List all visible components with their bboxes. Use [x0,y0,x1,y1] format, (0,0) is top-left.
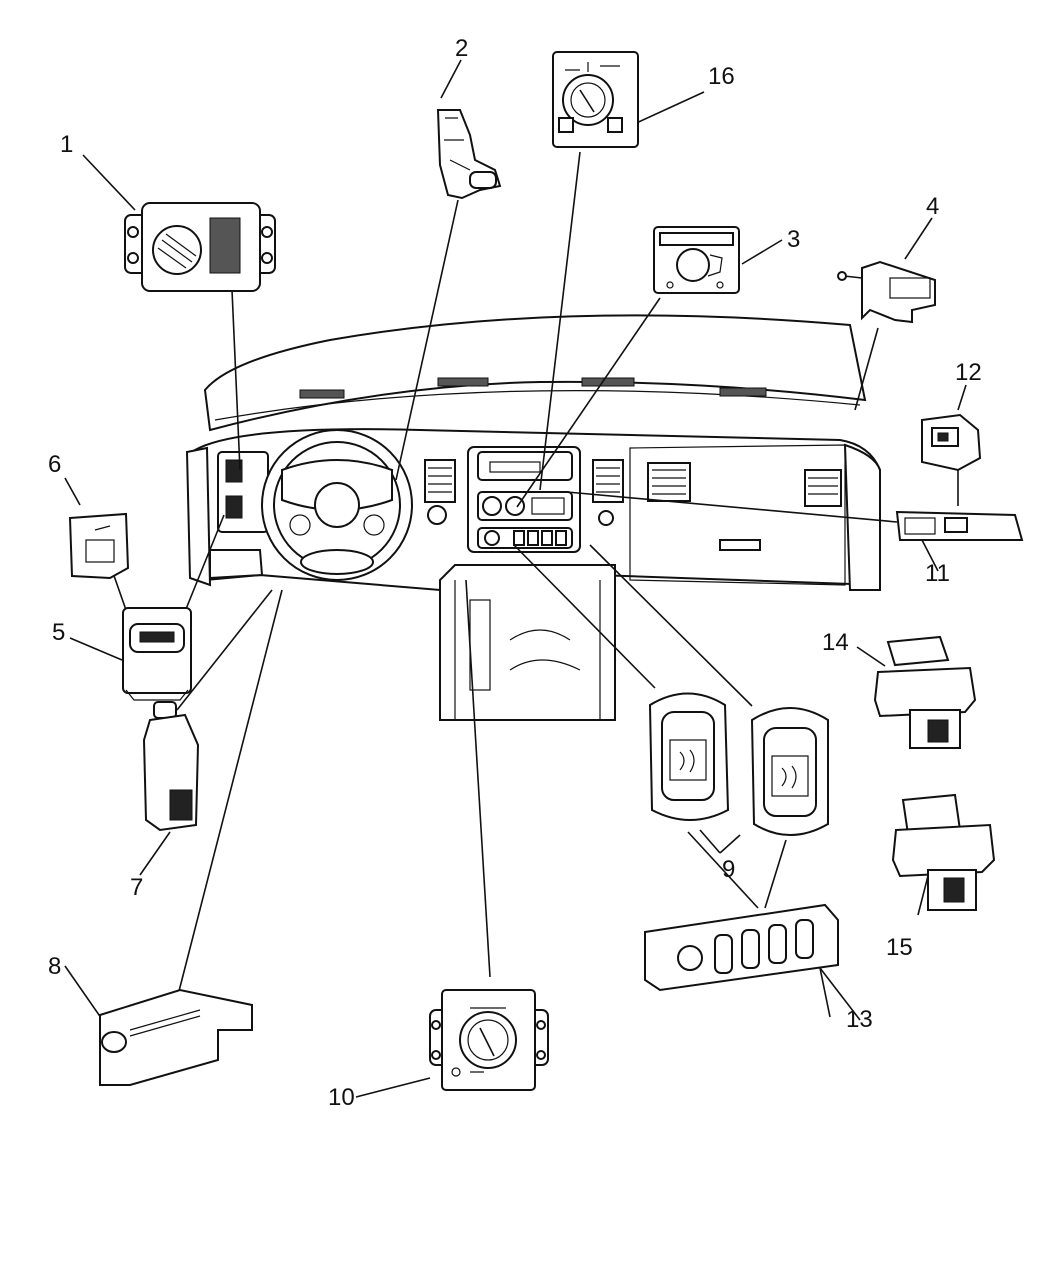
callout-10: 10 [328,1084,355,1111]
horn-pad-logo [314,482,360,528]
part-2-multifunction-switch [436,109,502,200]
callout-labels: 1 2 3 4 5 6 7 8 9 10 11 12 13 14 15 16 [48,35,982,1111]
part-12-switch-module [921,413,982,472]
callout-12: 12 [955,359,982,386]
part-14-switch [873,635,977,749]
callout-6: 6 [48,451,61,478]
part-10-rotary-control [429,989,549,1091]
defrost-vent-icon [299,389,345,399]
callout-1: 1 [60,131,73,158]
callout-3: 3 [787,226,800,253]
part-5-switch [122,607,192,701]
part-8-bracket [99,988,253,1086]
defrost-vent-icon [581,377,635,387]
callout-5: 5 [52,619,65,646]
defrost-vent-icon [437,377,489,387]
part-7-pedal-switch [142,701,200,832]
part-3-control-module [653,226,740,294]
callout-16: 16 [708,63,735,90]
rotary-knob-icon [562,74,614,126]
control-knob-icon [676,248,710,282]
callout-2: 2 [455,35,468,62]
part-1-headlamp-switch [124,202,276,292]
headlamp-knob-icon [152,225,202,275]
radio-unit [477,451,573,481]
part-6-switch-cover [68,512,130,580]
callout-4: 4 [926,193,939,220]
callout-8: 8 [48,953,61,980]
part-13-switch-bank [644,903,839,992]
dimmer-wheel-icon [209,217,241,274]
callout-11: 11 [925,560,950,587]
callout-15: 15 [886,934,913,961]
leader-lines [64,59,967,1098]
instrument-panel [185,314,881,721]
part-9-heated-seat-switch-b [750,707,829,836]
part-15-switch [891,793,996,911]
callout-13: 13 [846,1006,873,1033]
callout-9: 9 [722,856,735,883]
part-11-switch-bar [895,510,1024,541]
callout-7: 7 [130,874,143,901]
part-9-heated-seat-switch-a [648,692,730,821]
defrost-vent-icon [719,387,767,397]
part-16-rotary-switch [552,51,639,148]
part-4-brake-lamp-switch [837,260,936,324]
callout-14: 14 [822,629,849,656]
